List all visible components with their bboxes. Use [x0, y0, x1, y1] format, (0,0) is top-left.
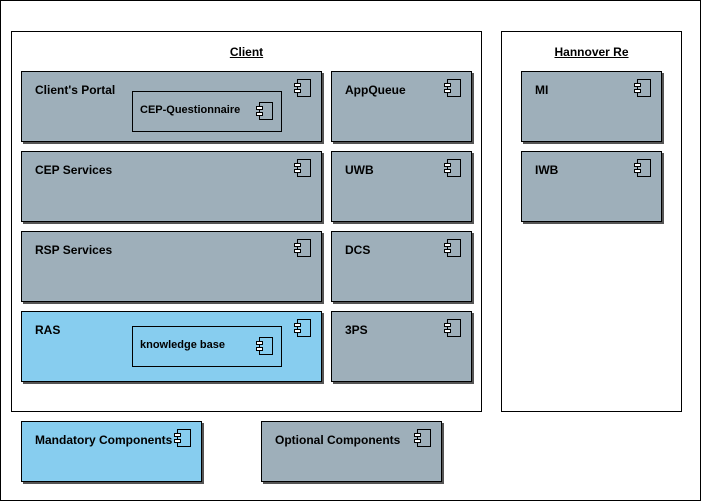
component-iwb[interactable]: IWB — [521, 151, 662, 222]
component-label: CEP-Questionnaire — [140, 104, 241, 116]
component-icon — [294, 159, 311, 177]
component-uwb[interactable]: UWB — [331, 151, 472, 222]
component-icon — [256, 337, 273, 355]
package-client-title: Client — [229, 45, 264, 59]
component-appqueue[interactable]: AppQueue — [331, 71, 472, 142]
legend-label: Optional Components — [275, 433, 401, 447]
component-label: AppQueue — [345, 83, 406, 97]
component-label: RAS — [35, 323, 61, 337]
component-label: 3PS — [345, 323, 368, 337]
component-knowledge-base[interactable]: knowledge base — [132, 326, 282, 367]
component-ras[interactable]: RAS knowledge base — [21, 311, 322, 382]
component-icon — [444, 319, 461, 337]
component-cep-services[interactable]: CEP Services — [21, 151, 322, 222]
component-icon — [414, 429, 431, 447]
component-cep-questionnaire[interactable]: CEP-Questionnaire — [132, 91, 282, 132]
component-label: MI — [535, 83, 549, 97]
component-icon — [256, 102, 273, 120]
legend-optional-components[interactable]: Optional Components — [261, 421, 442, 482]
component-icon — [444, 239, 461, 257]
component-label: knowledge base — [140, 339, 225, 351]
component-label: UWB — [345, 163, 374, 177]
component-rsp-services[interactable]: RSP Services — [21, 231, 322, 302]
component-label: RSP Services — [35, 243, 113, 257]
component-icon — [634, 79, 651, 97]
component-dcs[interactable]: DCS — [331, 231, 472, 302]
component-icon — [294, 79, 311, 97]
component-label: DCS — [345, 243, 371, 257]
component-icon — [444, 79, 461, 97]
component-3ps[interactable]: 3PS — [331, 311, 472, 382]
component-icon — [294, 319, 311, 337]
component-icon — [444, 159, 461, 177]
legend-label: Mandatory Components — [35, 433, 173, 447]
legend-mandatory-components[interactable]: Mandatory Components — [21, 421, 202, 482]
component-icon — [634, 159, 651, 177]
component-icon — [294, 239, 311, 257]
component-label: Client's Portal — [35, 83, 116, 97]
component-clients-portal[interactable]: Client's Portal CEP-Questionnaire — [21, 71, 322, 142]
component-label: CEP Services — [35, 163, 113, 177]
component-mi[interactable]: MI — [521, 71, 662, 142]
package-hannover-re-title: Hannover Re — [554, 45, 629, 59]
component-icon — [174, 429, 191, 447]
component-label: IWB — [535, 163, 559, 177]
